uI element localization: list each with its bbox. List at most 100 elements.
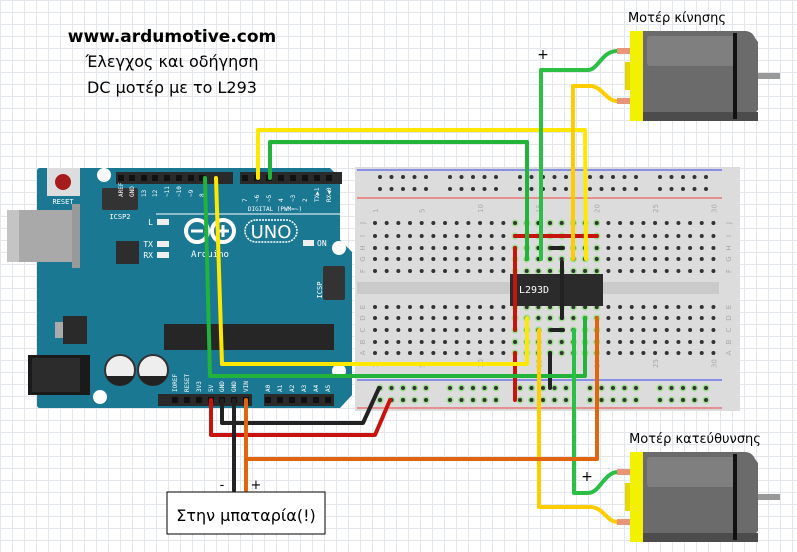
breadboard-hole[interactable] [466, 340, 471, 344]
breadboard-hole[interactable] [478, 257, 483, 261]
rail-hole[interactable] [378, 187, 382, 191]
breadboard-hole[interactable] [408, 316, 413, 320]
breadboard-hole[interactable] [571, 269, 576, 273]
breadboard-hole[interactable] [641, 221, 646, 225]
rail-hole[interactable] [448, 175, 452, 179]
breadboard-hole[interactable] [653, 246, 658, 250]
breadboard-hole[interactable] [699, 257, 704, 261]
breadboard-hole[interactable] [699, 221, 704, 225]
breadboard-hole[interactable] [396, 316, 401, 320]
breadboard-hole[interactable] [489, 340, 494, 344]
breadboard-hole[interactable] [664, 269, 669, 273]
breadboard-hole[interactable] [501, 246, 506, 250]
rail-hole[interactable] [448, 187, 452, 191]
header-pin[interactable] [184, 397, 190, 403]
breadboard-hole[interactable] [489, 305, 494, 309]
breadboard-hole[interactable] [466, 246, 471, 250]
rail-hole[interactable] [704, 187, 708, 191]
breadboard-hole[interactable] [478, 316, 483, 320]
breadboard-hole[interactable] [396, 269, 401, 273]
breadboard-hole[interactable] [653, 269, 658, 273]
breadboard-hole[interactable] [653, 234, 658, 238]
breadboard-hole[interactable] [466, 351, 471, 355]
header-pin[interactable] [176, 175, 182, 181]
header-pin[interactable] [199, 175, 205, 181]
rail-hole[interactable] [681, 175, 685, 179]
breadboard-hole[interactable] [664, 305, 669, 309]
breadboard-hole[interactable] [431, 246, 436, 250]
rail-hole[interactable] [704, 386, 708, 390]
rail-hole[interactable] [681, 398, 685, 402]
rail-hole[interactable] [378, 175, 382, 179]
breadboard-hole[interactable] [373, 305, 377, 309]
rail-hole[interactable] [669, 187, 674, 191]
breadboard-hole[interactable] [699, 340, 704, 344]
rail-hole[interactable] [412, 398, 417, 402]
breadboard-hole[interactable] [408, 305, 413, 309]
breadboard-hole[interactable] [629, 316, 634, 320]
rail-hole[interactable] [401, 386, 405, 390]
breadboard-hole[interactable] [688, 221, 693, 225]
breadboard-hole[interactable] [548, 340, 553, 344]
rail-hole[interactable] [552, 175, 557, 179]
rail-hole[interactable] [389, 187, 394, 191]
rail-hole[interactable] [541, 386, 545, 390]
breadboard-hole[interactable] [396, 305, 401, 309]
header-pin[interactable] [164, 175, 170, 181]
rail-hole[interactable] [634, 175, 638, 179]
breadboard-hole[interactable] [489, 328, 494, 332]
breadboard-hole[interactable] [676, 257, 681, 261]
rail-hole[interactable] [448, 398, 452, 402]
breadboard-hole[interactable] [629, 257, 634, 261]
breadboard-hole[interactable] [454, 234, 459, 238]
breadboard-hole[interactable] [489, 234, 494, 238]
rail-hole[interactable] [482, 187, 487, 191]
breadboard-hole[interactable] [641, 246, 646, 250]
breadboard-hole[interactable] [384, 351, 389, 355]
header-pin[interactable] [265, 397, 271, 403]
breadboard-hole[interactable] [606, 328, 611, 332]
breadboard-hole[interactable] [548, 257, 553, 261]
breadboard-hole[interactable] [641, 328, 646, 332]
breadboard-hole[interactable] [664, 221, 669, 225]
rail-hole[interactable] [658, 175, 662, 179]
breadboard-hole[interactable] [664, 234, 669, 238]
rail-hole[interactable] [401, 187, 405, 191]
breadboard-hole[interactable] [594, 221, 599, 225]
breadboard-hole[interactable] [618, 351, 623, 355]
rail-hole[interactable] [588, 175, 592, 179]
breadboard-hole[interactable] [688, 316, 693, 320]
breadboard-hole[interactable] [711, 340, 716, 344]
rail-hole[interactable] [669, 398, 674, 402]
breadboard-hole[interactable] [641, 351, 646, 355]
breadboard-hole[interactable] [653, 316, 658, 320]
breadboard-hole[interactable] [373, 340, 377, 344]
rail-hole[interactable] [588, 398, 592, 402]
breadboard-hole[interactable] [501, 351, 506, 355]
breadboard-hole[interactable] [676, 269, 681, 273]
rail-hole[interactable] [401, 398, 405, 402]
rail-hole[interactable] [588, 187, 592, 191]
breadboard-hole[interactable] [489, 246, 494, 250]
breadboard-hole[interactable] [641, 257, 646, 261]
breadboard-hole[interactable] [548, 269, 553, 273]
breadboard-hole[interactable] [664, 328, 669, 332]
breadboard-hole[interactable] [641, 316, 646, 320]
header-pin[interactable] [325, 397, 331, 403]
breadboard-hole[interactable] [431, 221, 436, 225]
rail-hole[interactable] [389, 386, 394, 390]
rail-hole[interactable] [471, 187, 475, 191]
breadboard-hole[interactable] [431, 340, 436, 344]
breadboard-hole[interactable] [373, 316, 377, 320]
breadboard-hole[interactable] [618, 328, 623, 332]
breadboard-hole[interactable] [711, 269, 716, 273]
rail-hole[interactable] [681, 386, 685, 390]
breadboard-hole[interactable] [408, 257, 413, 261]
rail-hole[interactable] [634, 398, 638, 402]
header-pin[interactable] [313, 397, 319, 403]
breadboard-hole[interactable] [664, 340, 669, 344]
breadboard-hole[interactable] [699, 269, 704, 273]
rail-hole[interactable] [611, 175, 615, 179]
breadboard-hole[interactable] [419, 221, 424, 225]
breadboard-hole[interactable] [676, 221, 681, 225]
